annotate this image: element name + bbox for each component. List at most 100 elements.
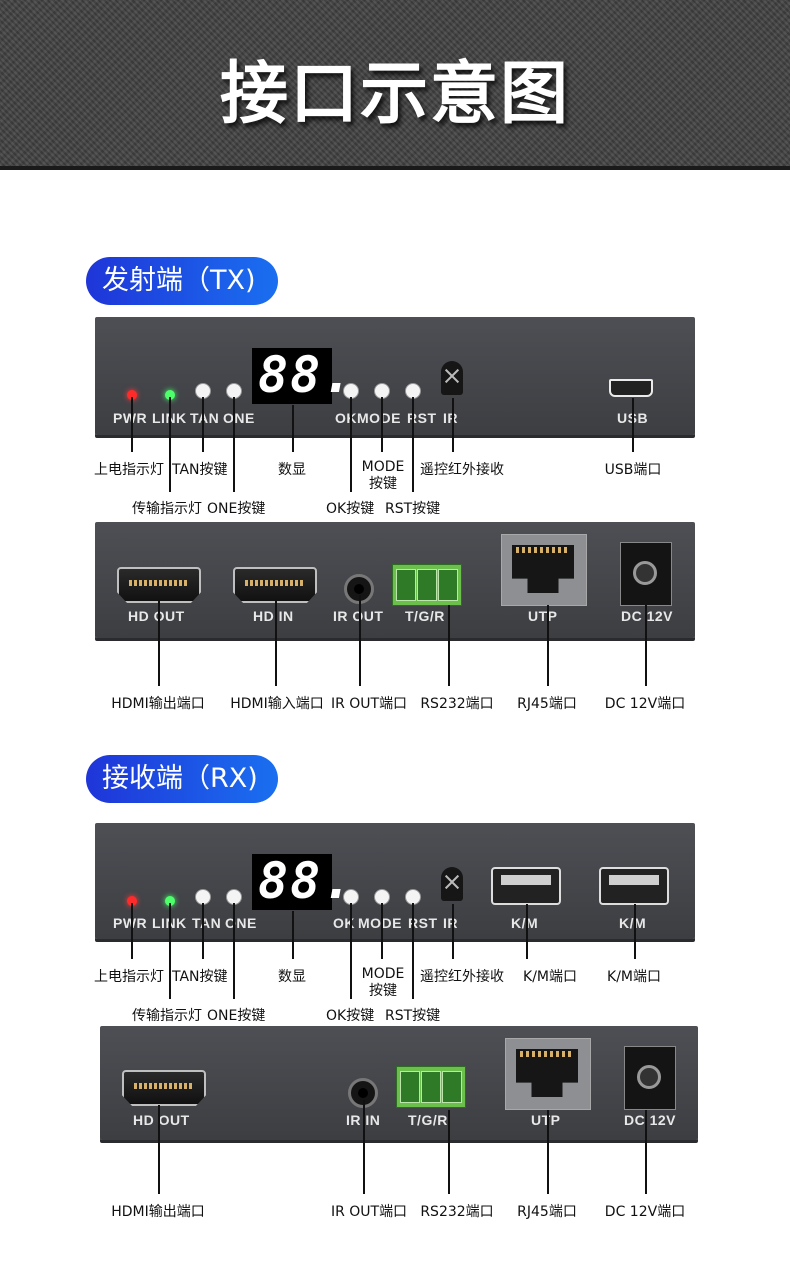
- tx-section-title: 发射端（TX): [86, 257, 278, 305]
- rx-front-panel: 88. PWR LINK TAN ONE OK MODE RST IR K/M …: [95, 823, 695, 939]
- label-hd-out: HD OUT: [133, 1112, 190, 1128]
- line-mode-button: [381, 903, 383, 959]
- rs232-terminal-icon: [396, 1066, 466, 1108]
- display-digits: 88.: [258, 852, 355, 910]
- dc-jack-icon: [620, 542, 672, 606]
- line-tan-button: [202, 397, 204, 452]
- label-tan: TAN: [192, 915, 222, 931]
- callout-dc: DC 12V端口: [604, 1204, 686, 1220]
- callout-one-button: ONE按键: [207, 501, 266, 517]
- callout-dc: DC 12V端口: [604, 696, 686, 712]
- label-ir: IR: [443, 410, 458, 426]
- label-tan: TAN: [190, 410, 220, 426]
- rx-section-title: 接收端（RX): [86, 755, 278, 803]
- hdmi-out-port-icon: [117, 567, 201, 603]
- label-rs232: T/G/R: [408, 1112, 448, 1128]
- rx-rear-panel: HD OUT IR IN T/G/R UTP DC 12V: [100, 1026, 698, 1140]
- label-dc: DC 12V: [621, 608, 674, 624]
- line-one-button: [233, 397, 235, 492]
- callout-usb-port: USB端口: [604, 462, 662, 478]
- label-rst: RST: [408, 915, 438, 931]
- label-km-2: K/M: [619, 915, 647, 931]
- line-link-led: [169, 397, 171, 492]
- callout-one-button: ONE按键: [207, 1008, 266, 1024]
- callout-display: 数显: [278, 969, 306, 985]
- callout-rs232: RS232端口: [420, 1204, 494, 1220]
- label-mode: MODE: [357, 410, 401, 426]
- line-ir-out: [359, 595, 361, 686]
- callout-rs232: RS232端口: [420, 696, 494, 712]
- label-one: ONE: [225, 915, 257, 931]
- label-pwr: PWR: [113, 915, 147, 931]
- line-display: [292, 911, 294, 959]
- hdmi-in-port-icon: [233, 567, 317, 603]
- label-utp: UTP: [528, 608, 558, 624]
- line-rst-button: [412, 903, 414, 999]
- label-rst: RST: [407, 410, 437, 426]
- seven-segment-display: 88.: [252, 346, 352, 404]
- callout-ok-button: OK按键: [326, 501, 375, 517]
- dc-jack-icon: [624, 1046, 676, 1110]
- callout-display: 数显: [278, 462, 306, 478]
- line-rj45: [547, 1110, 549, 1194]
- label-km-1: K/M: [511, 915, 539, 931]
- line-ok-button: [350, 397, 352, 492]
- rj45-port-icon: [505, 1038, 591, 1110]
- line-link-led: [169, 903, 171, 999]
- callout-km-port-2: K/M端口: [607, 969, 661, 985]
- label-mode: MODE: [358, 915, 402, 931]
- line-km-port-1: [526, 904, 528, 959]
- callout-ir-receiver: 遥控红外接收: [420, 462, 504, 478]
- callout-pwr-led: 上电指示灯: [94, 462, 164, 478]
- line-rst-button: [412, 397, 414, 492]
- label-ok: OK: [333, 915, 355, 931]
- label-ok: OK: [335, 410, 357, 426]
- header-banner: 接口示意图: [0, 0, 790, 170]
- callout-tan-button: TAN按键: [172, 462, 228, 478]
- callout-mode-line1: MODE: [361, 966, 405, 982]
- ir-receiver-icon: [441, 361, 463, 395]
- callout-hdmi-out: HDMI输出端口: [111, 1204, 205, 1220]
- callout-mode-line2: 按键: [369, 476, 397, 492]
- page-title: 接口示意图: [219, 55, 570, 134]
- callout-rj45: RJ45端口: [517, 1204, 577, 1220]
- callout-link-led: 传输指示灯: [132, 501, 202, 517]
- callout-rst-button: RST按键: [385, 501, 441, 517]
- callout-ir-out: IR OUT端口: [330, 1204, 408, 1220]
- label-ir-out: IR OUT: [333, 608, 384, 624]
- label-hd-in: HD IN: [253, 608, 294, 624]
- display-digits: 88.: [258, 346, 355, 404]
- line-tan-button: [202, 903, 204, 959]
- pwr-led: [127, 390, 137, 400]
- pwr-led: [127, 896, 137, 906]
- line-hdmi-out: [158, 600, 160, 686]
- callout-pwr-led: 上电指示灯: [94, 969, 164, 985]
- km-port-1-icon: [491, 867, 561, 905]
- ir-out-jack-icon: [344, 574, 374, 604]
- label-utp: UTP: [531, 1112, 561, 1128]
- label-dc: DC 12V: [624, 1112, 677, 1128]
- label-pwr: PWR: [113, 410, 147, 426]
- line-rs232: [448, 605, 450, 686]
- km-port-2-icon: [599, 867, 669, 905]
- line-ir-receiver: [452, 904, 454, 959]
- line-display: [292, 405, 294, 452]
- line-ir-out: [363, 1100, 365, 1194]
- callout-ir-receiver: 遥控红外接收: [420, 969, 504, 985]
- callout-hdmi-in: HDMI输入端口: [230, 696, 324, 712]
- label-hd-out: HD OUT: [128, 608, 185, 624]
- line-ok-button: [350, 903, 352, 999]
- label-one: ONE: [223, 410, 255, 426]
- link-led: [165, 896, 175, 906]
- callout-rj45: RJ45端口: [517, 696, 577, 712]
- label-ir: IR: [443, 915, 458, 931]
- line-km-port-2: [634, 904, 636, 959]
- tx-front-panel: 88. PWR LINK TAN ONE OK MODE RST IR USB: [95, 317, 695, 435]
- line-mode-button: [381, 397, 383, 452]
- callout-link-led: 传输指示灯: [132, 1008, 202, 1024]
- line-hdmi-out: [158, 1105, 160, 1194]
- line-rj45: [547, 605, 549, 686]
- callout-km-port-1: K/M端口: [523, 969, 577, 985]
- line-hdmi-in: [275, 600, 277, 686]
